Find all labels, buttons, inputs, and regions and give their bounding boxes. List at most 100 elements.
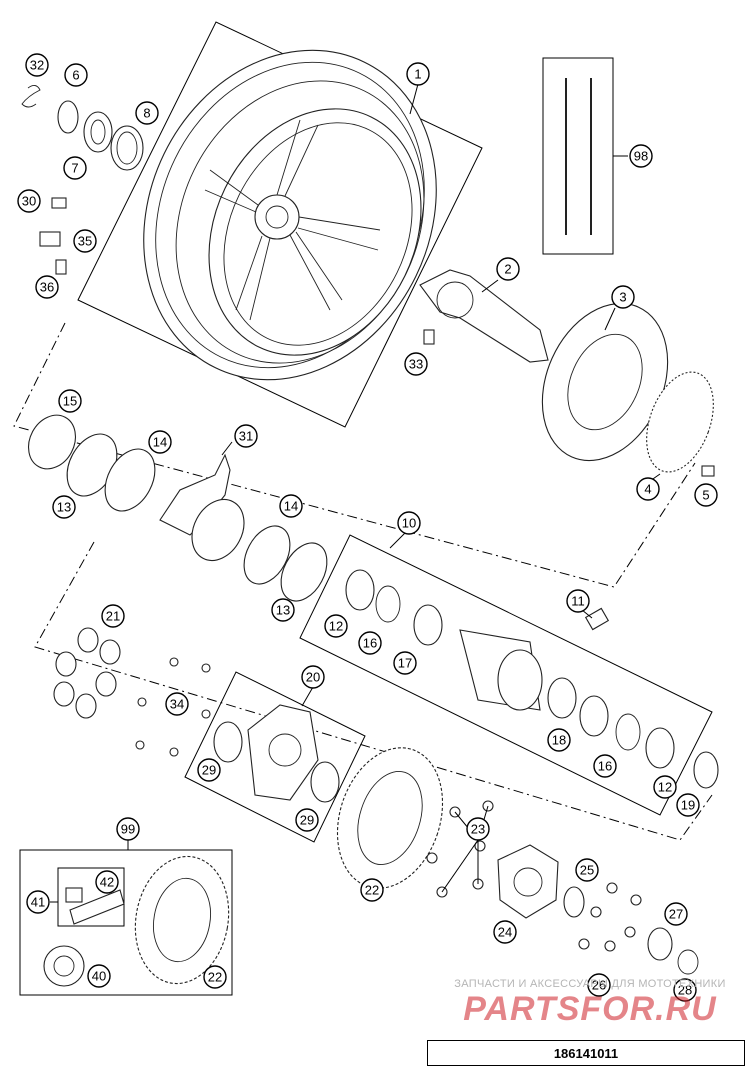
drawing-number: 186141011 — [553, 1045, 619, 1061]
callout-label: 14 — [284, 499, 298, 514]
callout-4: 4 — [636, 477, 660, 501]
callout-label: 19 — [681, 798, 695, 813]
callout-41: 41 — [26, 890, 50, 914]
callout-3: 3 — [611, 285, 635, 309]
drawing-number-box: 186141011 — [427, 1040, 745, 1066]
callout-11: 11 — [566, 589, 590, 613]
callout-28: 28 — [673, 978, 697, 1002]
callout-17: 17 — [393, 651, 417, 675]
callout-label: 32 — [30, 58, 44, 73]
callout-36: 36 — [35, 275, 59, 299]
callout-label: 27 — [669, 907, 683, 922]
spoke-set-frame — [542, 57, 614, 255]
callout-label: 2 — [504, 262, 511, 277]
callout-label: 23 — [471, 822, 485, 837]
callout-label: 40 — [92, 969, 106, 984]
axis-line-upper — [13, 322, 696, 588]
callout-29: 29 — [295, 808, 319, 832]
callout-label: 13 — [276, 603, 290, 618]
brake-disc — [541, 302, 669, 462]
callout-label: 36 — [40, 280, 54, 295]
callout-13: 13 — [271, 598, 295, 622]
callout-40: 40 — [87, 964, 111, 988]
callout-14: 14 — [279, 494, 303, 518]
leader-lines — [50, 83, 661, 903]
callout-label: 4 — [644, 482, 651, 497]
axle-flange — [419, 269, 549, 363]
callout-5: 5 — [694, 483, 718, 507]
callout-label: 34 — [170, 697, 184, 712]
callout-label: 11 — [571, 594, 585, 609]
callout-25: 25 — [575, 858, 599, 882]
hub-group-frame — [299, 534, 713, 816]
callout-2: 2 — [496, 257, 520, 281]
callout-12: 12 — [324, 614, 348, 638]
callout-23: 23 — [466, 817, 490, 841]
seal-rings-lower — [243, 525, 328, 602]
callout-label: 31 — [239, 429, 253, 444]
callout-label: 26 — [592, 978, 606, 993]
hub-bearings-and-spacers — [345, 569, 719, 789]
callout-7: 7 — [63, 156, 87, 180]
callout-1: 1 — [406, 62, 430, 86]
watermark-text: ЗАПЧАСТИ И АКСЕССУАРЫ ДЛЯ МОТОТЕХНИКИ — [454, 978, 726, 990]
callout-14: 14 — [148, 430, 172, 454]
callout-8: 8 — [135, 101, 159, 125]
callout-label: 12 — [329, 619, 343, 634]
callout-98: 98 — [629, 144, 653, 168]
callout-label: 13 — [57, 500, 71, 515]
callout-label: 15 — [63, 394, 77, 409]
callout-label: 33 — [409, 357, 423, 372]
callout-label: 17 — [398, 656, 412, 671]
chain-kit — [43, 855, 230, 987]
callout-12: 12 — [653, 775, 677, 799]
callout-label: 24 — [498, 925, 512, 940]
callout-label: 20 — [306, 670, 320, 685]
callout-22: 22 — [360, 878, 384, 902]
callout-35: 35 — [73, 229, 97, 253]
callout-label: 3 — [619, 290, 626, 305]
callout-20: 20 — [301, 665, 325, 689]
sprocket-carrier — [213, 704, 340, 803]
callout-16: 16 — [358, 631, 382, 655]
callout-19: 19 — [676, 793, 700, 817]
sprocket-carrier-frame — [184, 671, 366, 843]
callout-label: 16 — [598, 759, 612, 774]
callout-22: 22 — [203, 965, 227, 989]
callout-label: 30 — [22, 194, 36, 209]
callout-13: 13 — [52, 495, 76, 519]
abs-sensor-ring — [646, 371, 715, 477]
callout-label: 1 — [414, 67, 421, 82]
callout-label: 35 — [78, 234, 92, 249]
callout-label: 6 — [72, 68, 79, 83]
rear-wheel-rim — [143, 49, 437, 381]
callout-30: 30 — [17, 189, 41, 213]
callout-6: 6 — [64, 63, 88, 87]
callout-16: 16 — [593, 754, 617, 778]
callout-label: 8 — [143, 106, 150, 121]
rear-sprocket — [336, 747, 444, 889]
chain-kit-frame — [19, 849, 233, 996]
callout-label: 5 — [702, 488, 709, 503]
drive-flange — [497, 844, 559, 919]
callout-label: 29 — [300, 813, 314, 828]
callout-label: 10 — [402, 516, 416, 531]
callout-26: 26 — [587, 973, 611, 997]
callout-label: 98 — [634, 149, 648, 164]
callout-label: 25 — [580, 863, 594, 878]
seal-rings-upper — [27, 414, 156, 512]
callout-label: 7 — [71, 161, 78, 176]
callout-42: 42 — [95, 870, 119, 894]
spoke-rods — [565, 78, 592, 235]
callout-27: 27 — [664, 902, 688, 926]
callout-label: 22 — [365, 883, 379, 898]
callout-99: 99 — [116, 817, 140, 841]
callout-label: 42 — [100, 875, 114, 890]
callout-label: 41 — [31, 895, 45, 910]
axis-line-lower — [34, 541, 713, 841]
small-hardware-lower-right — [563, 882, 699, 975]
callout-21: 21 — [101, 604, 125, 628]
callout-label: 14 — [153, 435, 167, 450]
